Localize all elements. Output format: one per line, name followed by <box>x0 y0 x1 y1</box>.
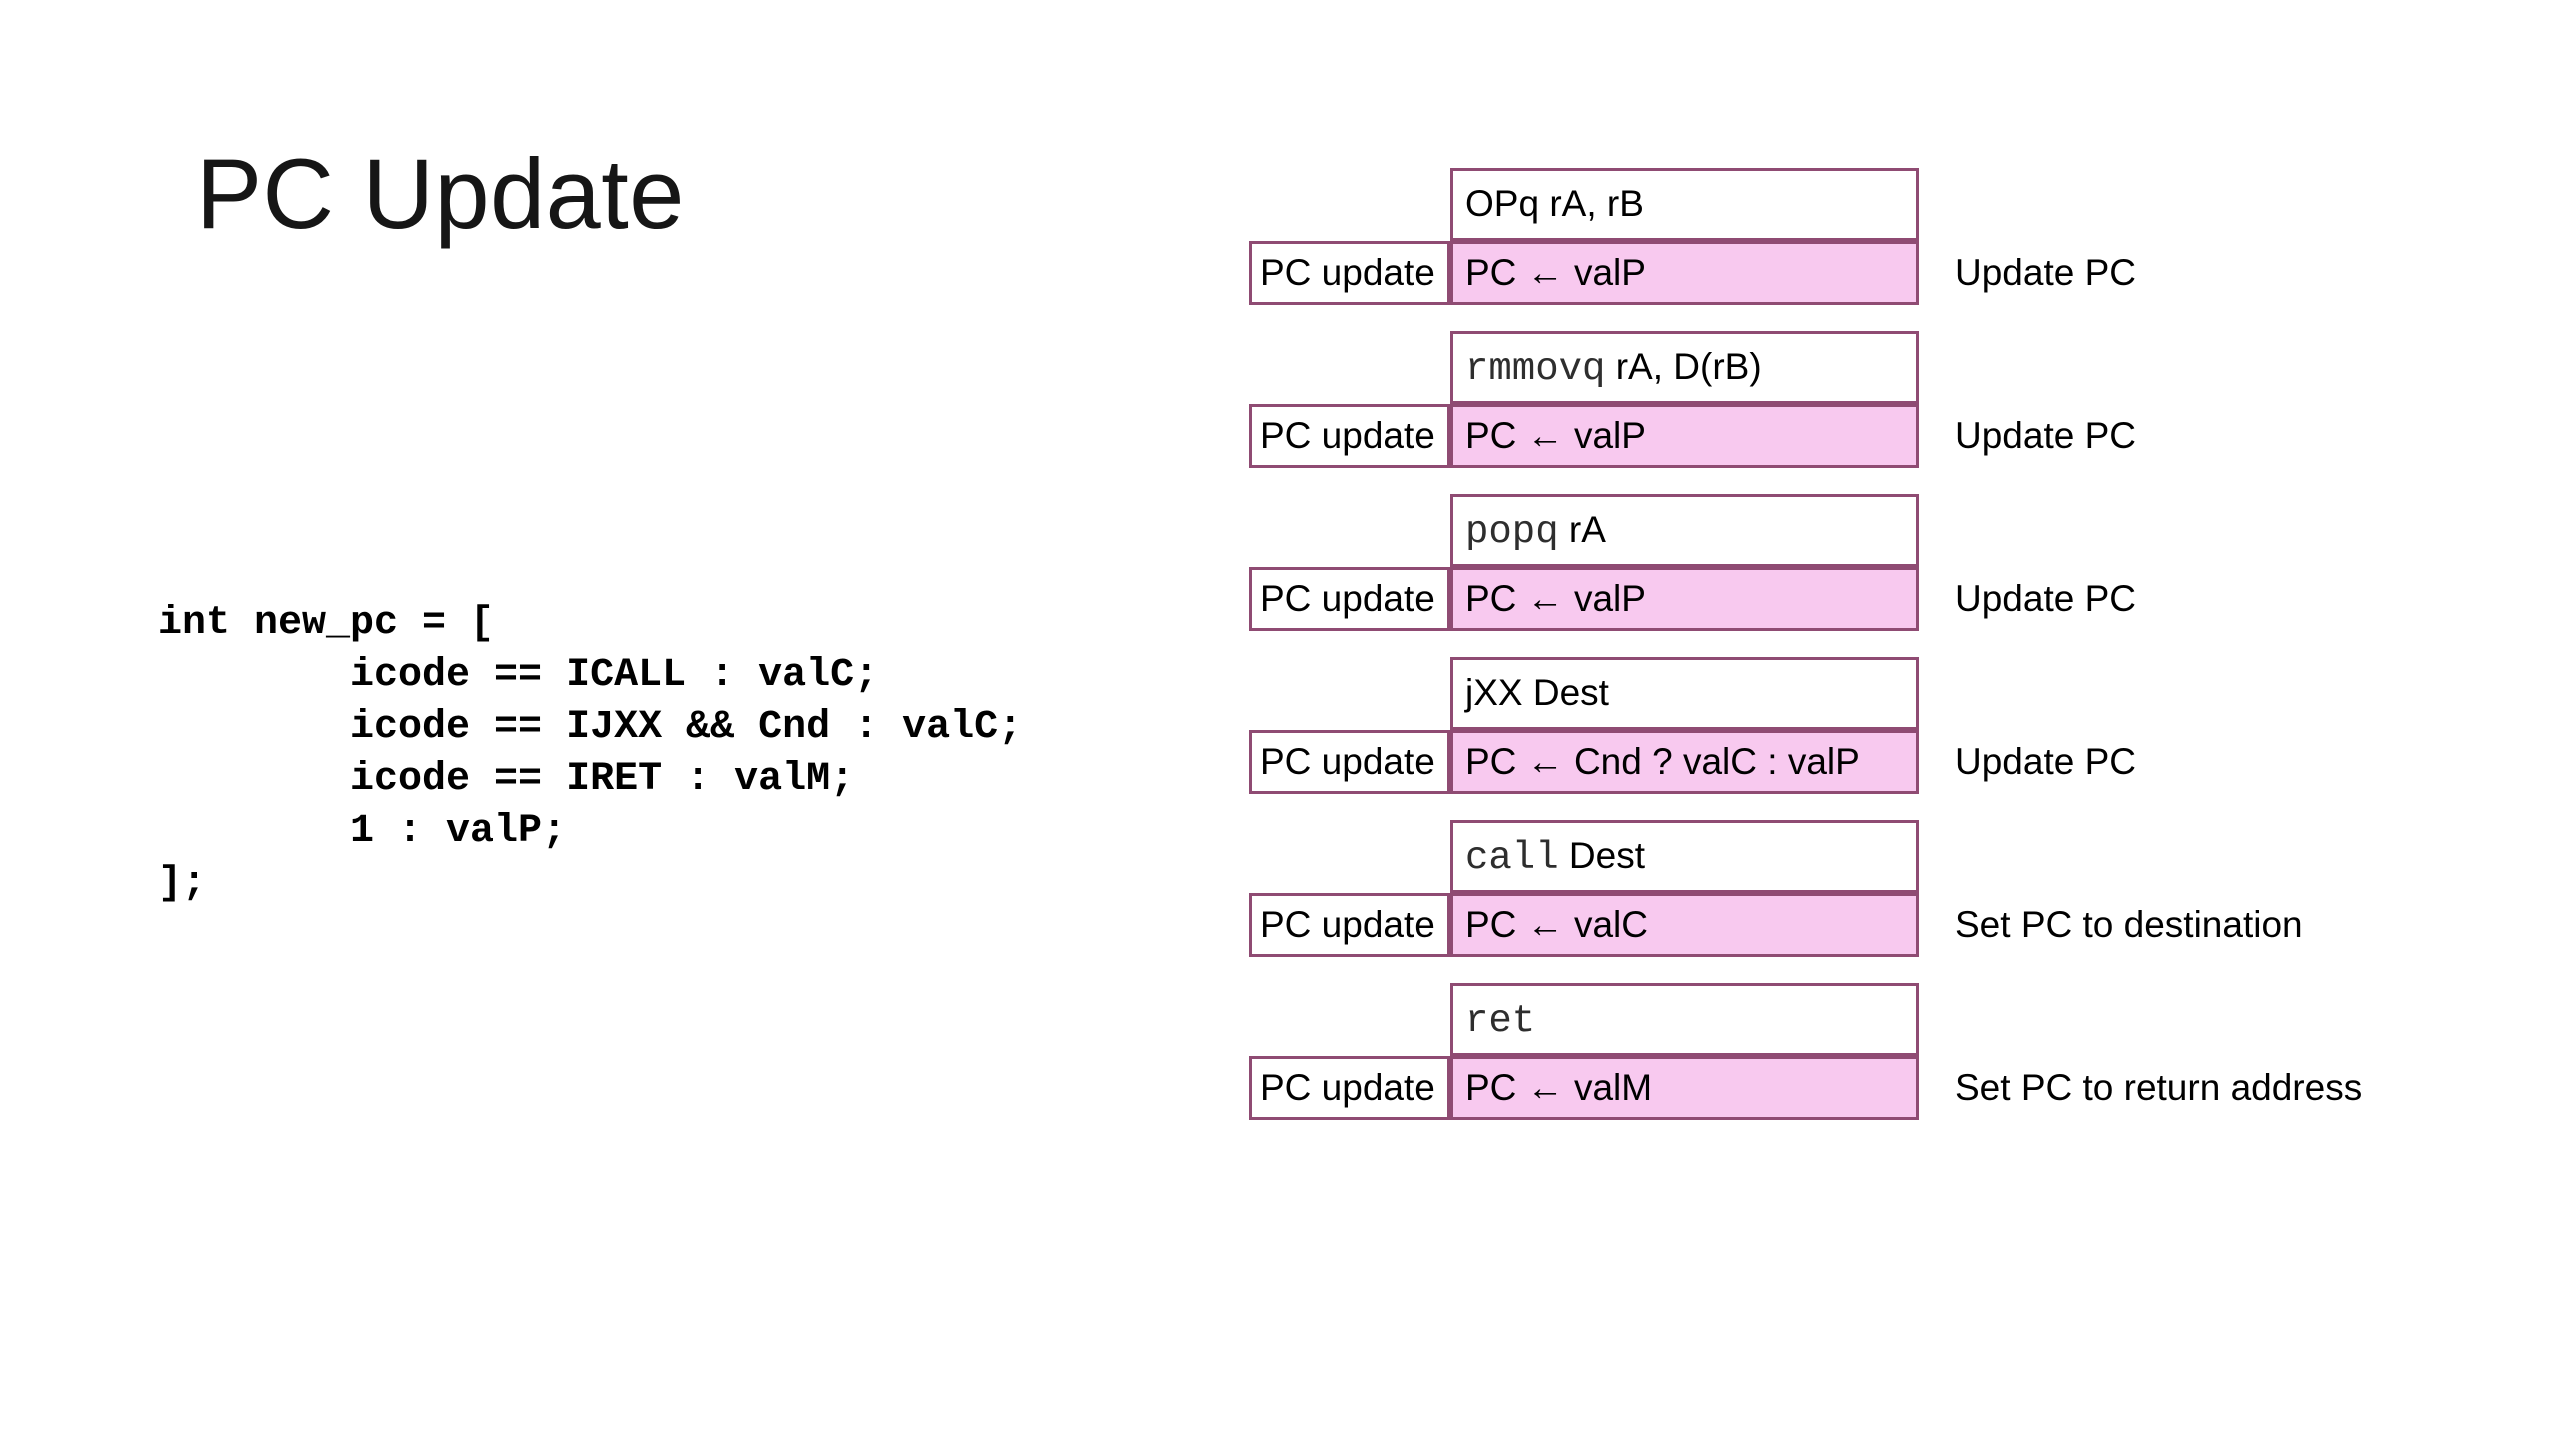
instruction-box: jXX Dest <box>1450 657 1919 730</box>
instruction-mnemonic: rmmovq <box>1465 347 1606 391</box>
stage-annotation: Update PC <box>1955 741 2136 782</box>
instruction-mnemonic: call <box>1465 836 1559 880</box>
instruction-operands: jXX Dest <box>1465 672 1609 713</box>
stage-annotation: Update PC <box>1955 578 2136 619</box>
stage-label-box: PC update <box>1249 567 1450 631</box>
stage-group-popq: popq rA PC update PC ← valP Update PC <box>1249 494 2136 631</box>
instruction-box: OPq rA, rB <box>1450 168 1919 241</box>
stage-row: PC update PC ← Cnd ? valC : valP <box>1249 730 1919 794</box>
stage-group-rmmovq: rmmovq rA, D(rB) PC update PC ← valP Upd… <box>1249 331 2136 468</box>
stage-label-box: PC update <box>1249 1056 1450 1120</box>
instruction-mnemonic: ret <box>1465 999 1536 1043</box>
stage-row: PC update PC ← valP <box>1249 567 1919 631</box>
stage-action-cell: PC ← valP <box>1450 241 1919 305</box>
stage-row: PC update PC ← valC <box>1249 893 1919 957</box>
stage-group-jxx: jXX Dest PC update PC ← Cnd ? valC : val… <box>1249 657 2136 794</box>
instruction-mnemonic: popq <box>1465 510 1559 554</box>
hcl-code-block: int new_pc = [ icode == ICALL : valC; ic… <box>158 601 1023 906</box>
stage-row: PC update PC ← valP <box>1249 404 1919 468</box>
page-title: PC Update <box>196 138 685 249</box>
stage-annotation: Set PC to destination <box>1955 904 2303 945</box>
stage-label-box: PC update <box>1249 404 1450 468</box>
instruction-stage-column: OPq rA, rB PC update PC ← valP Update PC… <box>1249 168 2362 1146</box>
stage-annotation: Update PC <box>1955 415 2136 456</box>
instruction-operands: OPq rA, rB <box>1465 183 1644 224</box>
stage-row: PC update PC ← valP <box>1249 241 1919 305</box>
stage-annotation: Update PC <box>1955 252 2136 293</box>
stage-group-ret: ret PC update PC ← valM Set PC to return… <box>1249 983 2362 1120</box>
instruction-box: popq rA <box>1450 494 1919 567</box>
stage-group-opq: OPq rA, rB PC update PC ← valP Update PC <box>1249 168 2136 305</box>
instruction-box: ret <box>1450 983 1919 1056</box>
stage-action-cell: PC ← valC <box>1450 893 1919 957</box>
stage-annotation: Set PC to return address <box>1955 1067 2363 1108</box>
stage-action-cell: PC ← valP <box>1450 404 1919 468</box>
instruction-operands: rA <box>1558 509 1606 550</box>
stage-action-cell: PC ← Cnd ? valC : valP <box>1450 730 1919 794</box>
stage-group-call: call Dest PC update PC ← valC Set PC to … <box>1249 820 2303 957</box>
stage-action-cell: PC ← valP <box>1450 567 1919 631</box>
stage-label-box: PC update <box>1249 241 1450 305</box>
stage-action-cell: PC ← valM <box>1450 1056 1919 1120</box>
instruction-box: rmmovq rA, D(rB) <box>1450 331 1919 404</box>
stage-label-box: PC update <box>1249 730 1450 794</box>
stage-row: PC update PC ← valM <box>1249 1056 1919 1120</box>
stage-label-box: PC update <box>1249 893 1450 957</box>
instruction-box: call Dest <box>1450 820 1919 893</box>
instruction-operands: rA, D(rB) <box>1605 346 1762 387</box>
instruction-operands: Dest <box>1558 835 1645 876</box>
